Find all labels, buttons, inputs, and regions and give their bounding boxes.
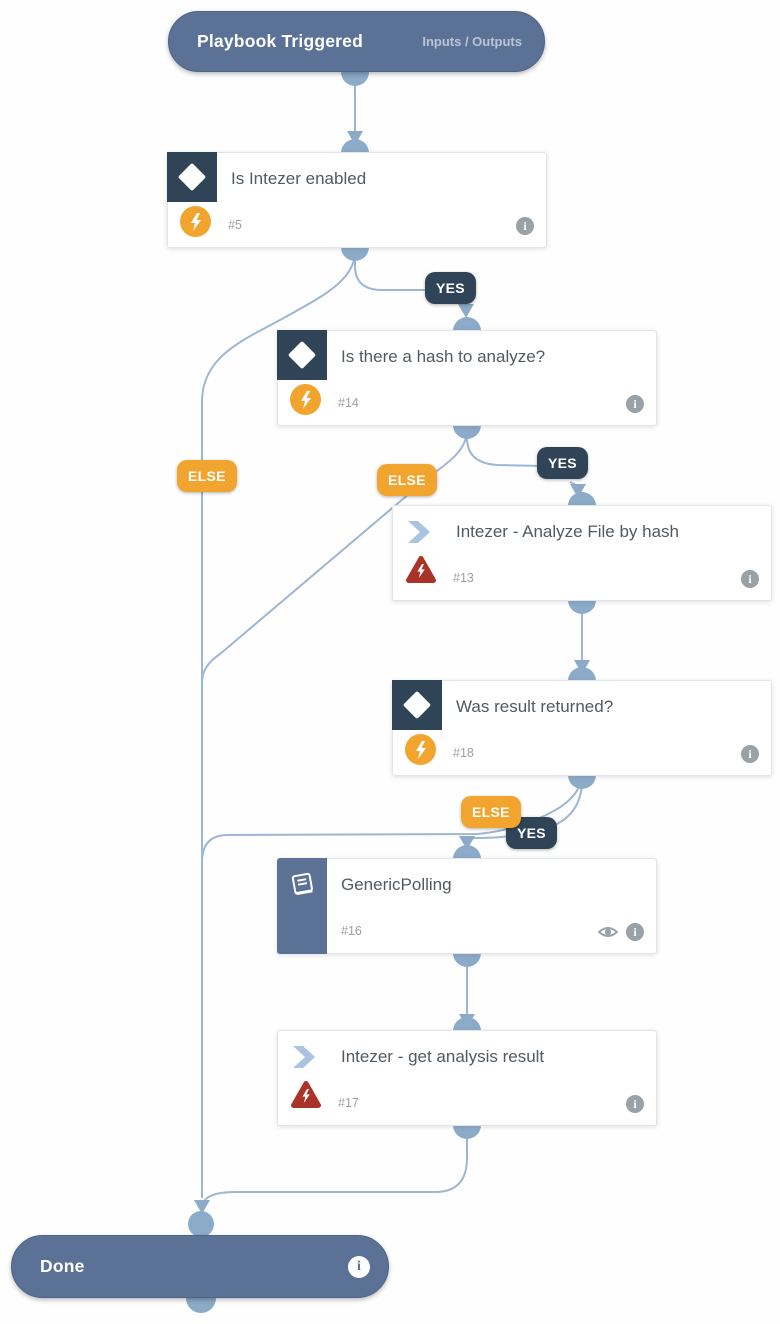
task-node-is-intezer-enabled[interactable]: Is Intezer enabled #5 (167, 152, 547, 248)
end-node-title: Done (40, 1256, 85, 1276)
task-title: GenericPolling (341, 875, 452, 894)
task-id: #18 (453, 746, 474, 760)
connector-18-in (568, 667, 596, 681)
info-icon[interactable] (626, 395, 644, 413)
edge-label-else-5: ELSE (177, 460, 237, 492)
connector-13-out (568, 600, 596, 614)
condition-diamond-icon (277, 330, 327, 380)
edge-label-yes-14: YES (537, 447, 588, 479)
edge-label-else-18: ELSE (461, 796, 521, 828)
edge-label-yes-5: YES (425, 272, 476, 304)
connector-5-in (341, 139, 369, 153)
connector-16-out (453, 953, 481, 967)
start-node-playbook-triggered[interactable]: Playbook Triggered Inputs / Outputs (168, 11, 545, 72)
connector-16-in (453, 845, 481, 859)
task-title: Intezer - Analyze File by hash (456, 522, 680, 541)
info-icon[interactable] (741, 570, 759, 588)
info-icon[interactable] (626, 923, 644, 941)
task-id: #5 (228, 218, 242, 232)
connector-14-out (453, 425, 481, 439)
connector-13-in (568, 492, 596, 506)
task-id: #16 (341, 924, 362, 938)
arrow-into-done (194, 1200, 210, 1214)
task-id: #13 (453, 571, 474, 585)
task-node-get-analysis-result[interactable]: Intezer - get analysis result #17 (277, 1030, 657, 1126)
connector-done-in (188, 1211, 214, 1237)
task-title: Is Intezer enabled (231, 169, 367, 188)
info-icon[interactable] (741, 745, 759, 763)
book-icon (291, 872, 313, 895)
task-title: Intezer - get analysis result (341, 1047, 545, 1066)
task-node-is-there-hash[interactable]: Is there a hash to analyze? #14 (277, 330, 657, 426)
task-node-analyze-file-by-hash[interactable]: Intezer - Analyze File by hash #13 (392, 505, 772, 601)
connector-start-out (341, 72, 369, 86)
arrow-into-13 (570, 484, 586, 498)
connector-17-in (453, 1017, 481, 1031)
edge-17-to-done (201, 1130, 468, 1206)
info-icon[interactable] (348, 1255, 370, 1278)
condition-diamond-icon (167, 152, 217, 202)
automation-bolt-icon (405, 734, 436, 765)
error-triangle-bolt-icon (405, 555, 437, 589)
edge-5-else-long (201, 251, 356, 1198)
connector-14-in (453, 317, 481, 331)
chevron-right-icon (407, 520, 431, 544)
inputs-outputs-link[interactable]: Inputs / Outputs (422, 34, 522, 49)
task-id: #17 (338, 1096, 359, 1110)
task-title: Was result returned? (456, 697, 614, 716)
automation-bolt-icon (290, 384, 321, 415)
arrow-into-16 (459, 836, 475, 850)
connector-done-out (186, 1298, 216, 1313)
task-id: #14 (338, 396, 359, 410)
error-triangle-bolt-icon (290, 1080, 322, 1114)
eye-icon[interactable] (597, 923, 619, 941)
sub-playbook-sidebar (277, 858, 327, 954)
end-node-done[interactable]: Done (11, 1235, 389, 1298)
edge-label-else-14: ELSE (377, 464, 437, 496)
task-node-genericpolling[interactable]: GenericPolling #16 (277, 858, 657, 954)
info-icon[interactable] (626, 1095, 644, 1113)
task-title: Is there a hash to analyze? (341, 347, 546, 366)
arrow-into-14 (458, 304, 474, 318)
chevron-right-icon (292, 1045, 316, 1069)
connector-17-out (453, 1125, 481, 1139)
connector-5-out (341, 247, 369, 261)
info-icon[interactable] (516, 217, 534, 235)
start-node-title: Playbook Triggered (197, 31, 364, 51)
condition-diamond-icon (392, 680, 442, 730)
arrow-into-5 (347, 131, 363, 145)
connector-18-out (568, 775, 596, 789)
task-node-was-result-returned[interactable]: Was result returned? #18 (392, 680, 772, 776)
automation-bolt-icon (180, 206, 211, 237)
